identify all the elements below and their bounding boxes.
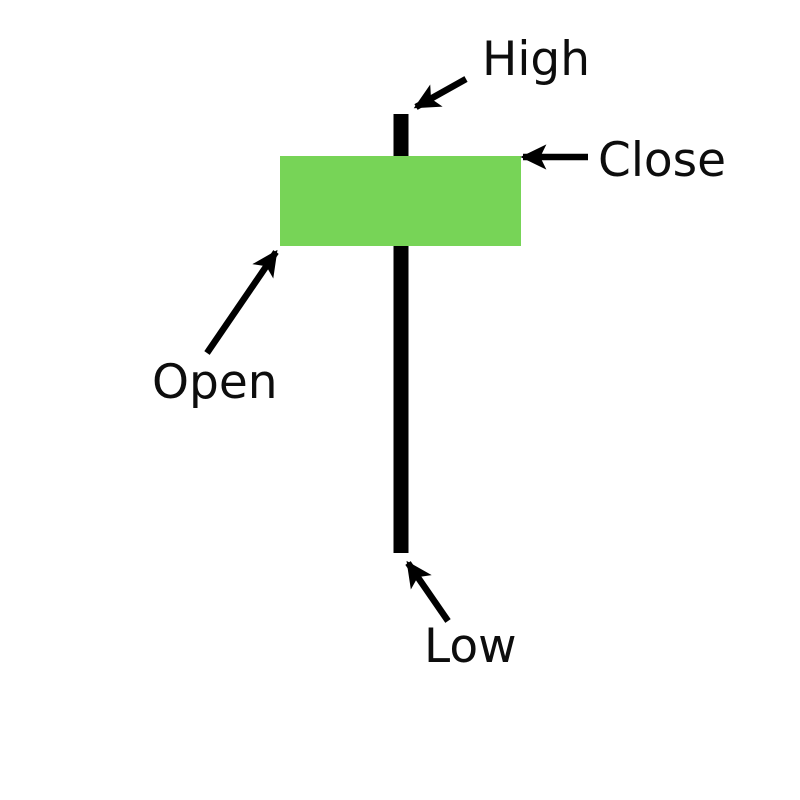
label-close: Close [598, 133, 726, 188]
label-open: Open [152, 355, 278, 410]
high-arrow [413, 76, 468, 110]
open-arrow [204, 249, 279, 355]
label-low: Low [424, 619, 517, 674]
candle-lower-wick [393, 244, 409, 553]
candle-upper-wick [393, 114, 409, 158]
low-arrow [405, 560, 451, 623]
label-high: High [482, 32, 590, 87]
candle-body [280, 156, 521, 246]
